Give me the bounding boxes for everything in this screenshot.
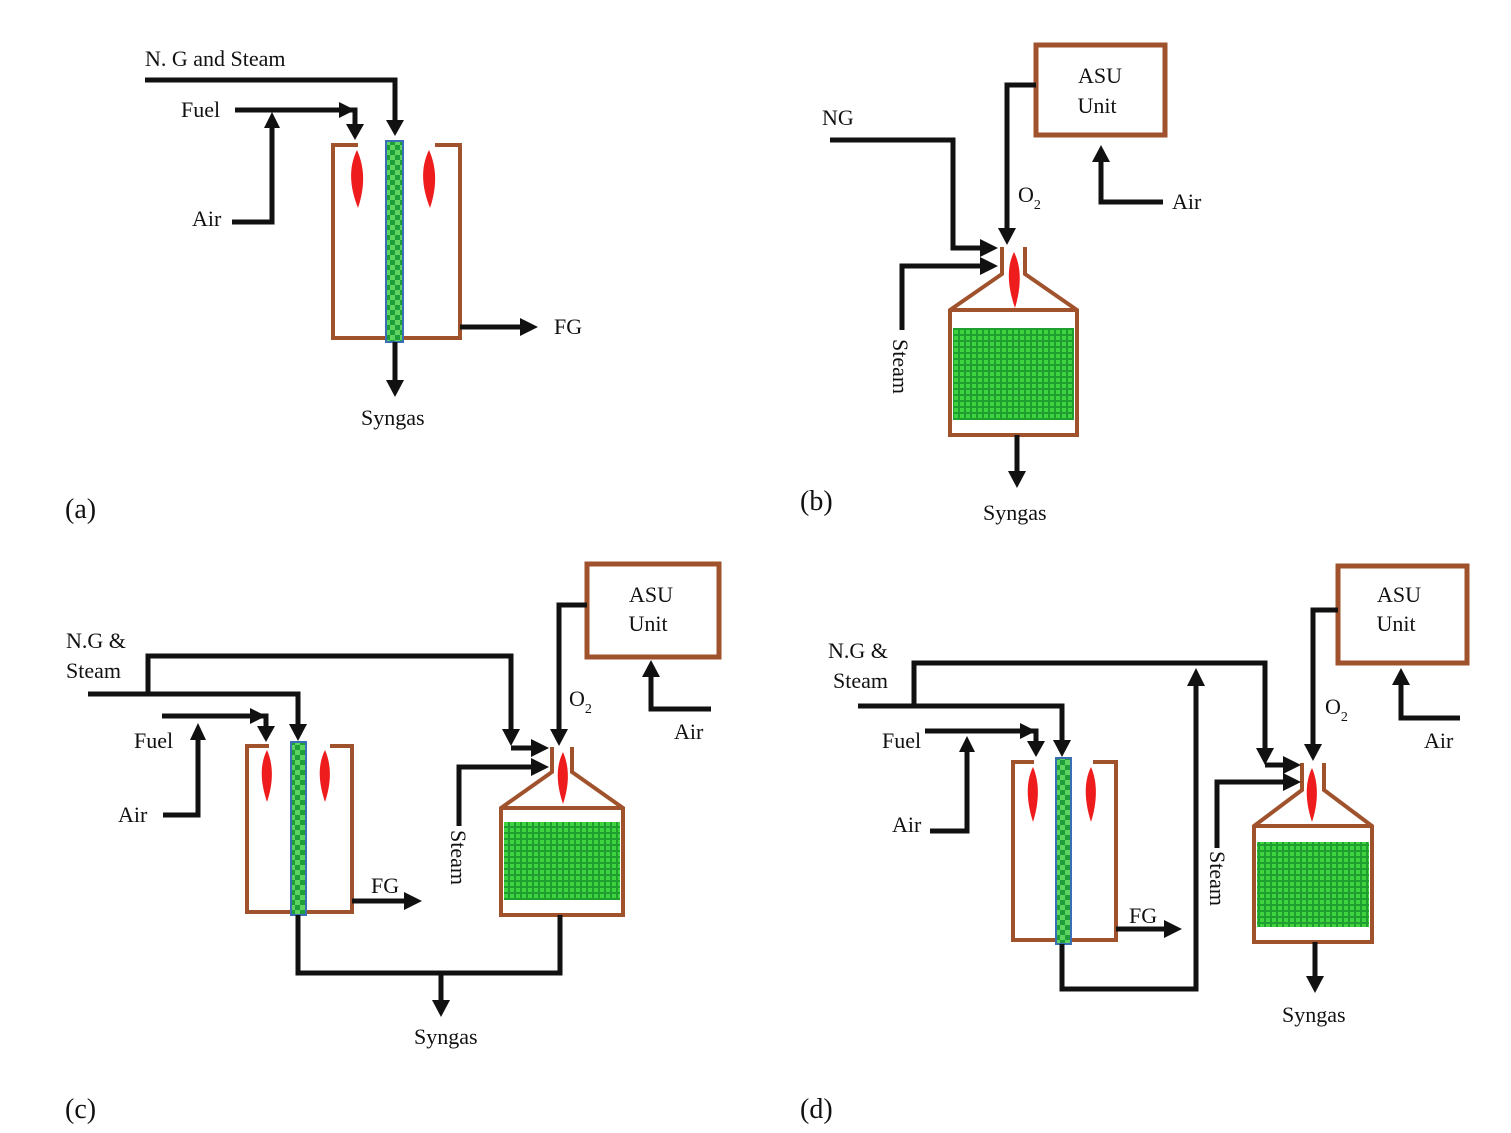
oxygen-line-b [998,82,1036,245]
steam-line-b [899,257,998,330]
panel-tag: (a) [65,494,96,525]
fg-label: FG [1129,903,1157,928]
feed-line-d [858,660,1301,774]
air-line-b [1092,145,1163,205]
air-line-asu-d [1392,668,1460,721]
asu-label-line2: Unit [1077,93,1116,118]
air-line-asu-c [642,660,711,712]
fg-label: FG [554,314,582,339]
flame-icon [1008,252,1020,308]
panel-a: N. G and Steam Fuel Air FG Syngas (a) [65,46,582,525]
feed-label: N. G and Steam [145,46,286,71]
flame-icon [557,752,568,804]
panel-b: ASU Unit [800,42,1202,525]
syngas-label: Syngas [414,1024,478,1049]
feed-line-a [145,77,404,136]
air-label: Air [192,206,222,231]
panel-tag: (d) [800,1094,833,1125]
oxygen-label: O2 [1325,694,1348,725]
reformer-furnace-a [331,140,462,343]
air-line-a [232,112,280,225]
fuel-label: Fuel [181,97,220,122]
panel-c: ASU Unit [65,561,722,1125]
steam-line-c [456,758,549,826]
feed-label-line1: N.G & [828,638,888,663]
syngas-line-a [386,342,404,397]
syngas-label: Syngas [1282,1002,1346,1027]
atr-reactor-d [1252,763,1374,944]
steam-line-d [1214,773,1301,848]
syngas-line-d [1306,942,1324,993]
flame-icon [351,150,364,208]
flame-icon [1085,767,1096,822]
feed-line-c [88,653,549,757]
fg-line-c [352,892,422,910]
atr-reactor-b [948,247,1079,437]
oxygen-line-c [550,602,587,746]
oxygen-label: O2 [569,686,592,717]
air-label: Air [118,802,148,827]
feed-label-line2: Steam [833,668,888,693]
reformer-furnace-d [1011,757,1118,945]
feed-label-line1: N.G & [66,628,126,653]
air-line-c [163,723,206,818]
panel-tag: (b) [800,486,833,517]
catalyst-tube [1055,757,1072,945]
flame-icon [319,750,330,802]
flame-icon [1306,768,1317,822]
asu-air-label: Air [674,719,704,744]
asu-unit-box [584,561,722,660]
asu-label-line1: ASU [1078,63,1122,88]
fuel-line-c [162,708,275,742]
catalyst-bed [953,328,1074,420]
ng-line-b [830,137,998,257]
asu-air-label: Air [1424,728,1454,753]
fuel-label: Fuel [882,728,921,753]
fg-line-d [1116,920,1182,938]
asu-unit-box [1033,42,1168,138]
panel-tag: (c) [65,1094,96,1125]
ng-label: NG [822,105,854,130]
oxygen-line-d [1304,607,1338,761]
catalyst-bed [504,822,620,900]
fuel-label: Fuel [134,728,173,753]
catalyst-tube [290,741,307,916]
syngas-line-b [1008,435,1026,488]
fg-label: FG [371,873,399,898]
steam-label: Steam [888,339,913,394]
syngas-label: Syngas [983,500,1047,525]
asu-label-line2: Unit [1376,611,1415,636]
steam-label: Steam [1205,851,1230,906]
asu-unit-box [1335,563,1470,666]
fuel-line-d [925,723,1045,757]
asu-label-line1: ASU [629,582,673,607]
air-line-d [930,736,975,834]
syngas-line-c [295,915,563,1017]
atr-reactor-c [499,747,625,917]
air-label: Air [892,812,922,837]
asu-label-line1: ASU [1377,582,1421,607]
flame-icon [1027,767,1038,822]
syngas-label: Syngas [361,405,425,430]
fuel-line-a [235,102,364,140]
air-label: Air [1172,189,1202,214]
asu-label-line2: Unit [628,611,667,636]
panel-d: ASU Unit [800,563,1470,1125]
oxygen-label: O2 [1018,182,1041,213]
flame-icon [423,150,436,208]
catalyst-bed [1257,842,1369,927]
steam-label: Steam [446,830,471,885]
catalyst-tube [385,140,404,343]
feed-label-line2: Steam [66,658,121,683]
reformer-outlet-line-d [1059,668,1205,992]
flame-icon [261,750,272,802]
fg-line-a [460,318,538,336]
reformer-furnace-c [245,741,354,916]
